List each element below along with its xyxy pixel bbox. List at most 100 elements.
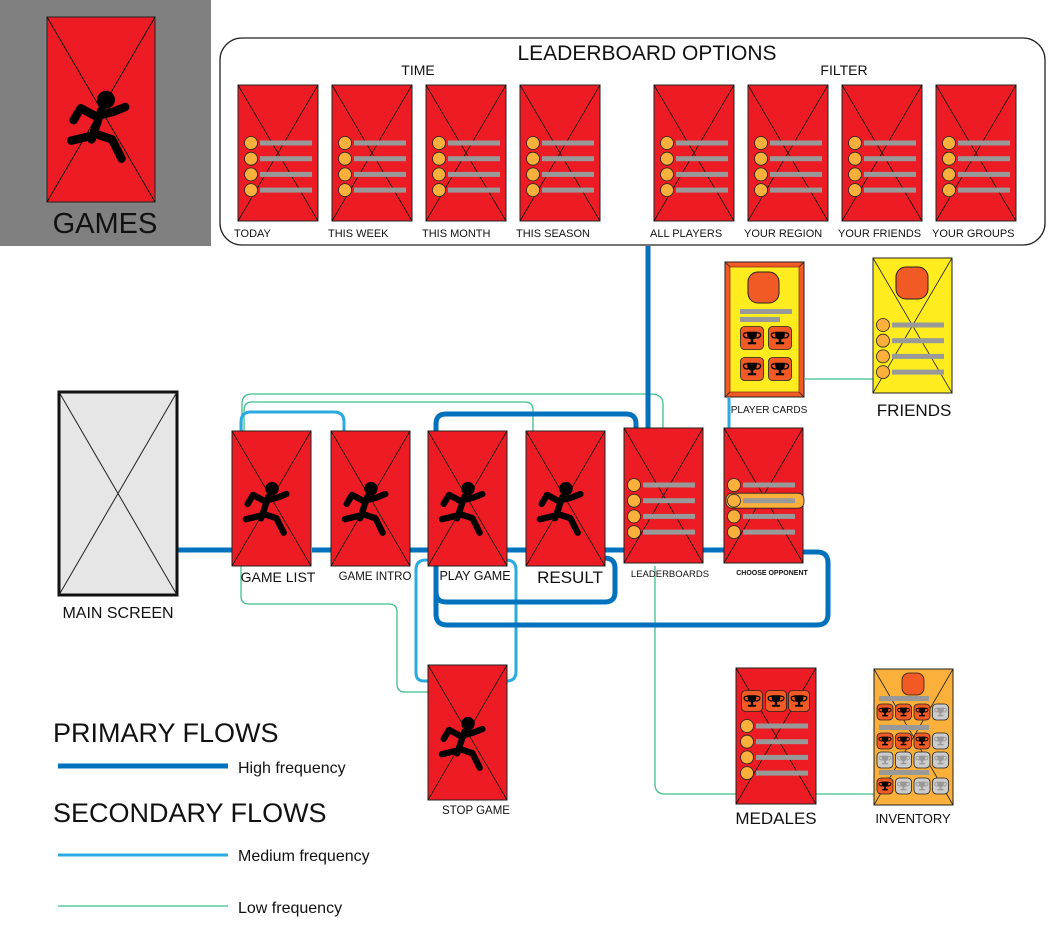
list-avatar-dot [876, 318, 890, 332]
medales-label: MEDALES [735, 809, 816, 828]
list-text-bar [354, 140, 406, 146]
legend-primary-title: PRIMARY FLOWS [53, 718, 279, 748]
list-avatar-dot [338, 167, 352, 182]
list-avatar-dot [244, 167, 258, 182]
list-text-bar [542, 156, 594, 162]
games-panel[interactable]: GAMES [0, 0, 211, 246]
list-text-bar [892, 353, 944, 359]
list-text-bar [354, 187, 406, 193]
leaderboard-option-label: TODAY [234, 228, 272, 240]
list-avatar-dot [848, 151, 862, 166]
list-avatar-dot [754, 136, 768, 150]
flow-chooseopponent-loop [433, 549, 831, 628]
list-avatar-dot [740, 719, 754, 733]
main-screen-node[interactable]: MAIN SCREEN [57, 390, 179, 622]
list-avatar-dot [876, 349, 890, 364]
leaderboard-option-label: YOUR REGION [744, 228, 822, 240]
choose-opponent-screen[interactable] [723, 427, 805, 564]
game-intro-screen[interactable] [330, 430, 411, 567]
legend-medium-label: Medium frequency [238, 848, 370, 865]
list-text-bar [770, 187, 822, 193]
list-avatar-dot [660, 151, 674, 166]
list-avatar-dot [754, 151, 768, 166]
flow-gamelist-to-stopgame [240, 566, 428, 693]
list-avatar-dot [848, 167, 862, 182]
placeholder-cross [841, 84, 923, 222]
list-text-bar [448, 156, 500, 162]
filter-option-card[interactable]: YOUR GROUPS [932, 84, 1017, 240]
list-text-bar [879, 696, 929, 701]
result-screen[interactable] [525, 430, 606, 567]
list-avatar-dot [627, 493, 641, 508]
list-avatar-dot [942, 167, 956, 182]
list-text-bar [743, 498, 795, 504]
result-label: RESULT [537, 568, 603, 587]
list-text-bar [892, 338, 944, 344]
time-option-card[interactable]: THIS MONTH [422, 84, 507, 240]
play-game-screen[interactable] [427, 430, 508, 567]
list-text-bar [743, 529, 795, 535]
game-list-screen[interactable] [231, 430, 312, 567]
list-avatar-dot [660, 136, 674, 150]
list-avatar-dot [526, 151, 540, 166]
time-option-card[interactable]: THIS WEEK [328, 84, 413, 240]
friends-node[interactable]: FRIENDS [872, 257, 953, 420]
inventory-node[interactable]: INVENTORY [873, 668, 954, 826]
list-avatar-dot [660, 183, 674, 198]
stop-game-screen[interactable] [427, 664, 508, 801]
list-avatar-dot [244, 151, 258, 166]
filter-option-card[interactable]: YOUR FRIENDS [838, 84, 923, 240]
leaderboard-option-label: YOUR GROUPS [932, 228, 1015, 240]
legend: PRIMARY FLOWS High frequency SECONDARY F… [53, 718, 370, 917]
games-label: GAMES [53, 208, 158, 240]
list-text-bar [958, 156, 1010, 162]
list-text-bar [958, 171, 1010, 177]
list-avatar-dot [727, 478, 741, 492]
list-avatar-dot [338, 151, 352, 166]
list-text-bar [676, 187, 728, 193]
list-text-bar [756, 754, 808, 760]
flow-stopgame-to-playgame [504, 558, 518, 683]
time-option-card[interactable]: TODAY [234, 84, 319, 240]
low-frequency-flows [240, 378, 874, 795]
list-text-bar [354, 156, 406, 162]
placeholder-cross [623, 427, 704, 564]
flow-gamelist-to-leaderboards [241, 393, 664, 431]
placeholder-cross [519, 84, 601, 222]
list-text-bar [770, 156, 822, 162]
list-avatar-dot [848, 136, 862, 150]
legend-low-label: Low frequency [238, 900, 342, 917]
list-avatar-dot [526, 167, 540, 182]
leaderboards-screen[interactable] [623, 427, 704, 564]
leaderboard-options-title: LEADERBOARD OPTIONS [517, 42, 776, 65]
placeholder-cross [425, 84, 507, 222]
list-avatar-dot [740, 766, 754, 780]
medales-node[interactable]: MEDALES [735, 667, 817, 828]
list-text-bar [260, 156, 312, 162]
inventory-label: INVENTORY [875, 811, 951, 826]
placeholder-cross [237, 84, 319, 222]
time-option-card[interactable]: THIS SEASON [516, 84, 601, 240]
list-avatar-dot [727, 525, 741, 539]
list-text-bar [756, 723, 808, 729]
placeholder-cross [331, 84, 413, 222]
filter-option-card[interactable]: YOUR REGION [744, 84, 829, 240]
list-text-bar [676, 140, 728, 146]
list-text-bar [879, 725, 929, 730]
filter-option-card[interactable]: ALL PLAYERS [650, 84, 735, 240]
placeholder-cross [935, 84, 1017, 222]
game-intro-label: GAME INTRO [339, 571, 412, 583]
list-avatar-dot [432, 183, 446, 198]
list-avatar-dot [848, 183, 862, 198]
list-avatar-dot [432, 167, 446, 182]
list-avatar-dot [627, 478, 641, 492]
flow-gamelist-to-result [243, 401, 534, 431]
list-text-bar [643, 529, 695, 535]
list-text-bar [770, 140, 822, 146]
list-avatar-dot [660, 167, 674, 182]
list-text-bar [743, 513, 795, 519]
player-cards-node[interactable]: PLAYER CARDS [724, 261, 808, 416]
main-screen-label: MAIN SCREEN [62, 605, 173, 622]
